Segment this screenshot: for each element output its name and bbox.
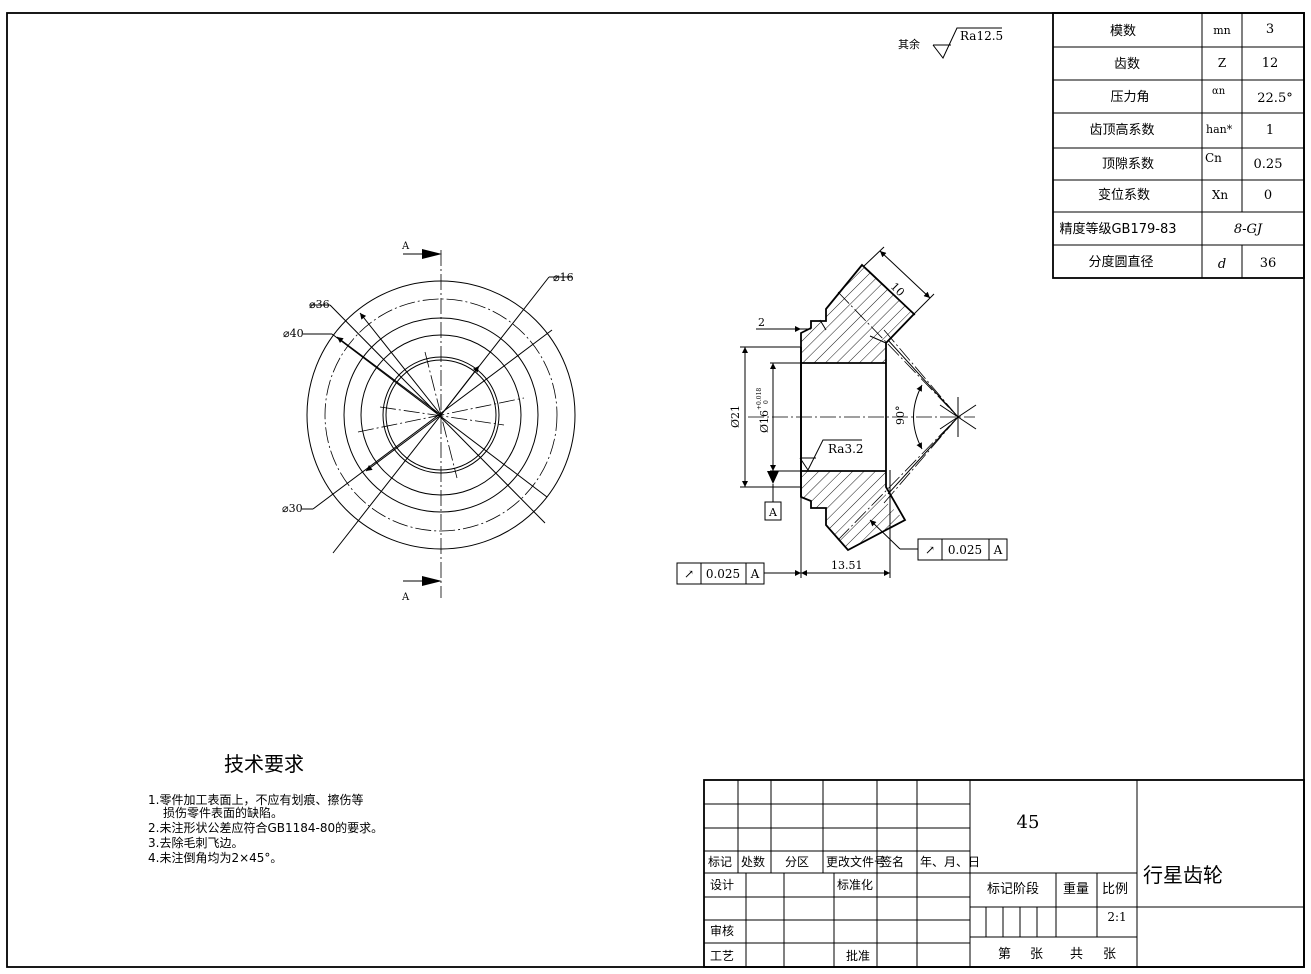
param-name-module: 模数 (1110, 24, 1136, 39)
param-value-pitch-diameter: 36 (1260, 256, 1277, 271)
param-name-teeth: 齿数 (1114, 57, 1140, 72)
runout-datum-1: A (750, 567, 760, 581)
tech-requirements: 技术要求 1.零件加工表面上，不应有划痕、擦伤等 损伤零件表面的缺陷。 2.未注… (148, 752, 383, 865)
tech-requirement-1a: 1.零件加工表面上，不应有划痕、擦伤等 (148, 792, 363, 807)
param-name-shift-coef: 变位系数 (1098, 187, 1150, 203)
label-sheet-total: 共 (1070, 947, 1083, 962)
section-view: 90° 10 2 Ø21 Ø16 +0.018 0 Ra3.2 A (676, 246, 1008, 585)
surface-note-value: Ra12.5 (960, 29, 1003, 43)
header-mark: 标记 (708, 855, 732, 869)
tech-requirement-4: 4.未注倒角均为2×45°。 (148, 850, 282, 865)
roughness-ra32: Ra3.2 (828, 442, 864, 456)
param-value-addendum-coef: 1 (1266, 123, 1274, 138)
gear-parameter-table: 模数 mn 3 齿数 Z 12 压力角 αn 22.5° 齿顶高系数 han* … (1052, 12, 1305, 279)
surface-note-prefix: 其余 (898, 37, 920, 51)
param-symbol-pitch-diameter: d (1218, 257, 1226, 272)
dim-d16-tol-upper: +0.018 (756, 388, 763, 410)
section-label-top: A (401, 241, 410, 252)
param-name-clearance-coef: 顶隙系数 (1102, 157, 1154, 172)
label-process: 工艺 (710, 949, 734, 963)
param-symbol-teeth: Z (1218, 56, 1226, 70)
label-standard: 标准化 (837, 878, 873, 892)
label-design: 设计 (710, 878, 734, 892)
dim-13-51: 13.51 (831, 559, 863, 572)
dim-d40-front: ⌀40 (283, 327, 304, 340)
label-review: 审核 (710, 923, 734, 938)
tech-requirement-3: 3.去除毛刺飞边。 (148, 835, 243, 850)
header-doc: 更改文件号 (826, 854, 886, 869)
label-sheet-unit2: 张 (1103, 947, 1116, 962)
label-weight: 重量 (1063, 881, 1089, 897)
part-name: 行星齿轮 (1143, 863, 1223, 887)
runout-symbol-2: ↗ (925, 543, 935, 557)
runout-value-2: 0.025 (948, 543, 982, 557)
param-symbol-addendum-coef: han* (1206, 123, 1233, 136)
datum-a: A (768, 506, 778, 519)
material: 45 (1017, 812, 1040, 833)
header-count: 处数 (741, 854, 765, 869)
dim-d16-section: Ø16 (758, 410, 771, 433)
label-sheet-no: 第 (998, 947, 1011, 962)
runout-datum-2: A (993, 543, 1003, 557)
tech-requirement-1b: 损伤零件表面的缺陷。 (163, 805, 283, 820)
header-sign: 签名 (880, 854, 904, 869)
surface-finish-note: 其余 Ra12.5 (898, 27, 1003, 59)
scale: 2:1 (1107, 910, 1126, 924)
runout-symbol-1: ↗ (684, 567, 694, 581)
param-value-shift-coef: 0 (1264, 188, 1272, 203)
param-value-teeth: 12 (1262, 56, 1279, 71)
title-block: 45 行星齿轮 2:1 标记 处数 分区 更改文件号 签名 年、月、日 设计 标… (703, 779, 1305, 968)
param-value-accuracy: 8-GJ (1234, 222, 1263, 237)
param-symbol-clearance-coef: Cn (1205, 151, 1222, 165)
section-label-bottom: A (401, 592, 410, 603)
sheet-border (6, 12, 1305, 968)
dim-2: 2 (758, 316, 765, 329)
param-value-module: 3 (1266, 22, 1274, 37)
param-symbol-shift-coef: Xn (1212, 188, 1229, 202)
runout-value-1: 0.025 (706, 567, 740, 581)
angle-90-label: 90° (894, 406, 907, 426)
param-value-pressure-angle: 22.5° (1257, 91, 1292, 106)
param-symbol-pressure-angle: αn (1212, 86, 1226, 97)
dim-d21: Ø21 (729, 405, 742, 428)
label-sheet-unit: 张 (1030, 947, 1043, 962)
dim-d16-front: ⌀16 (553, 271, 574, 284)
param-value-clearance-coef: 0.25 (1254, 157, 1283, 172)
dim-d30-front: ⌀30 (282, 502, 303, 515)
param-symbol-module: mn (1213, 24, 1231, 37)
param-name-addendum-coef: 齿顶高系数 (1089, 122, 1154, 138)
header-date: 年、月、日 (920, 855, 980, 869)
param-name-accuracy: 精度等级GB179-83 (1059, 221, 1176, 237)
param-name-pitch-diameter: 分度圆直径 (1088, 254, 1153, 270)
tech-requirements-title: 技术要求 (224, 752, 304, 776)
label-stage: 标记阶段 (987, 882, 1039, 897)
dim-d16-tol-lower: 0 (763, 400, 770, 404)
label-ratio: 比例 (1102, 882, 1128, 897)
header-zone: 分区 (785, 855, 809, 869)
front-view: ⌀16 ⌀36 ⌀40 ⌀30 A A (282, 241, 576, 603)
param-name-pressure-angle: 压力角 (1110, 90, 1149, 105)
tech-requirement-2: 2.未注形状公差应符合GB1184-80的要求。 (148, 820, 383, 835)
dim-d36-front: ⌀36 (309, 298, 330, 311)
label-approve: 批准 (846, 948, 870, 963)
